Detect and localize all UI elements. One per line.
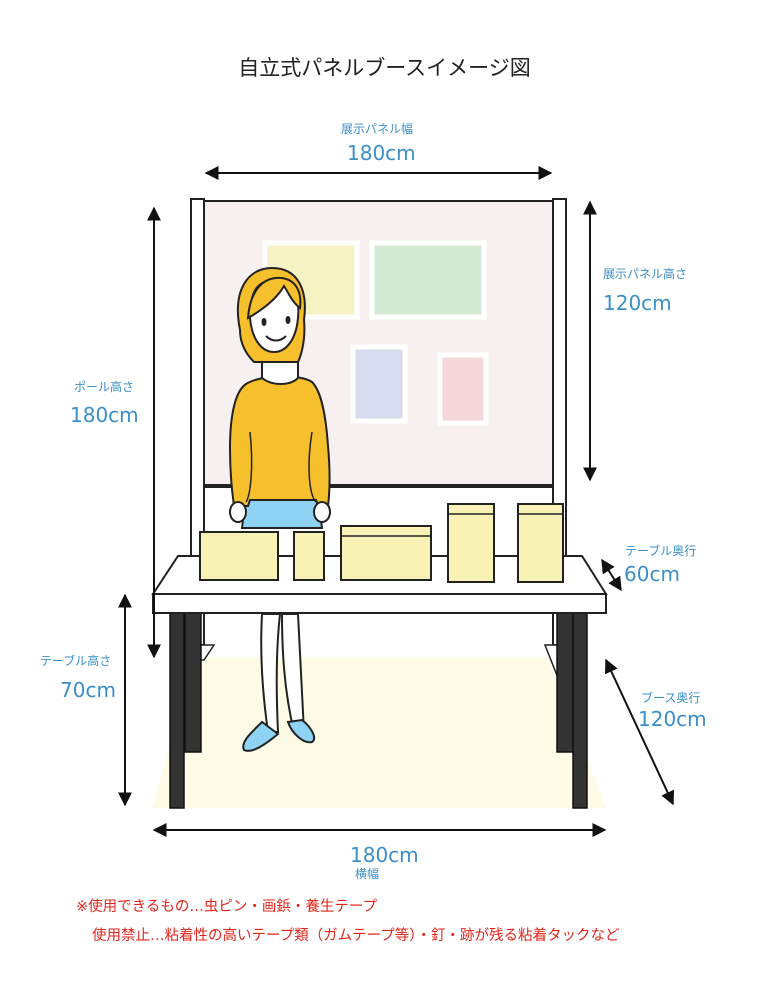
table-height-label: テーブル高さ (40, 654, 112, 668)
table-leg-front-right (572, 611, 588, 809)
pole-height-label: ポール高さ (74, 380, 135, 394)
boxes (199, 503, 564, 583)
width-value: 180cm (350, 843, 419, 867)
panel-height-label: 展示パネル高さ (603, 267, 688, 281)
booth-depth-value: 120cm (638, 707, 707, 731)
table-leg-back-right (556, 611, 574, 753)
booth-depth-arrow (604, 658, 675, 806)
table-depth-label: テーブル奥行 (625, 544, 697, 558)
person-figure (228, 266, 331, 752)
panel-height-value: 120cm (603, 291, 672, 315)
table-leg-back-left (184, 611, 202, 753)
poster-green (369, 240, 487, 320)
table-front-edge (152, 593, 607, 614)
width-label: 横幅 (355, 867, 380, 881)
table-leg-front-left (169, 611, 185, 809)
booth-depth-label: ブース奥行 (641, 691, 701, 705)
page-title: 自立式パネルブースイメージ図 (238, 56, 531, 80)
table-depth-value: 60cm (624, 562, 680, 586)
table-height-value: 70cm (60, 678, 116, 702)
pole-height-value: 180cm (70, 403, 139, 427)
left-shoe (242, 720, 280, 752)
poster-pink (437, 352, 489, 426)
sweater (228, 375, 331, 507)
prohibited-items-note: 使用禁止…粘着性の高いテープ類（ガムテープ等）・釘・跡が残る粘着タックなど (92, 928, 620, 944)
allowed-items-note: ※使用できるもの…虫ピン・画鋲・養生テープ (76, 899, 377, 915)
panel-width-label: 展示パネル幅 (341, 122, 414, 136)
floor-area (152, 658, 606, 808)
right-shoe (286, 718, 316, 744)
panel-width-value: 180cm (347, 141, 416, 165)
poster-blue (350, 344, 408, 424)
table-depth-arrow (601, 558, 622, 592)
